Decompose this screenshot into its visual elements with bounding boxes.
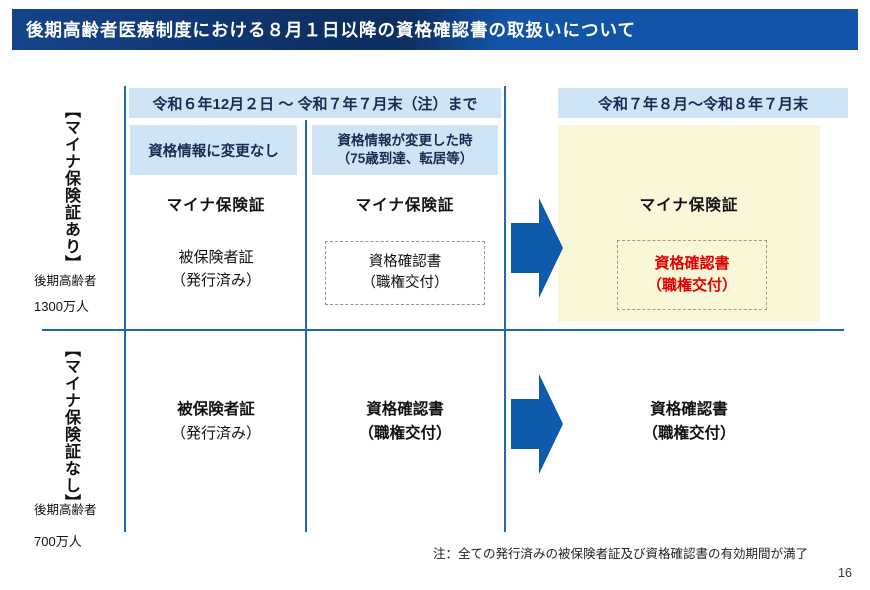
cell-certificate-bottom-current: 資格確認書 （職権交付） — [310, 398, 500, 446]
cell-insured-card-bottom: 被保険者証 （発行済み） — [126, 398, 306, 445]
subheader-no-change: 資格情報に変更なし — [130, 125, 297, 175]
row-label-has-myna: 【マイナ保険証あり】 — [62, 102, 79, 272]
certificate-box-line2: （職権交付） — [361, 275, 449, 291]
certificate-bottom-future-line1: 資格確認書 — [650, 401, 728, 418]
cell-insured-card-issued: 被保険者証 （発行済み） — [126, 246, 306, 293]
title-bar: 後期高齢者医療制度における８月１日以降の資格確認書の取扱いについて — [12, 9, 858, 50]
page-number: 16 — [838, 566, 852, 580]
page-title: 後期高齢者医療制度における８月１日以降の資格確認書の取扱いについて — [26, 20, 636, 40]
cell-certificate-bottom-future: 資格確認書 （職権交付） — [560, 398, 818, 446]
table-border-right — [504, 86, 506, 532]
insured-card-line2: （発行済み） — [170, 272, 261, 290]
flow-arrow-icon — [511, 374, 563, 474]
certificate-box-current: 資格確認書 （職権交付） — [325, 241, 485, 305]
certificate-box-future-line2: （職権交付） — [646, 277, 737, 294]
period-header-future: 令和７年８月～令和８年７月末 — [558, 88, 848, 118]
certificate-bottom-future-line2: （職権交付） — [642, 425, 736, 443]
future-period-highlight — [558, 125, 820, 322]
insured-card-bottom-line2: （発行済み） — [170, 425, 261, 443]
subheader-changed-line1: 資格情報が変更した時 — [337, 132, 473, 148]
table-border-left — [124, 86, 126, 532]
certificate-box-future-line1: 資格確認書 — [654, 255, 730, 273]
footnote: 注：全ての発行済みの被保険者証及び資格確認書の有効期間が満了 — [433, 547, 809, 561]
row-label-group-bottom: 後期高齢者 — [34, 503, 97, 517]
cell-myna-card-1: マイナ保険証 — [166, 197, 266, 214]
table-border-middle — [305, 120, 307, 532]
row-label-group-top: 後期高齢者 — [34, 274, 97, 288]
row-divider — [42, 329, 844, 331]
certificate-box-line1: 資格確認書 — [368, 253, 442, 270]
period-header-current: 令和６年12月２日 ～ 令和７年７月末（注）まで — [129, 88, 501, 118]
certificate-bottom-line2: （職権交付） — [358, 425, 452, 443]
row-label-no-myna: 【マイナ保険証なし】 — [62, 341, 79, 511]
subheader-changed-line2: （75歳到達、転居等） — [336, 151, 474, 166]
cell-myna-card-3: マイナ保険証 — [639, 197, 739, 214]
flow-arrow-icon — [511, 198, 563, 298]
insured-card-bottom-line1: 被保険者証 — [177, 401, 255, 418]
certificate-bottom-line1: 資格確認書 — [366, 401, 444, 418]
insured-card-line1: 被保険者証 — [178, 249, 254, 266]
subheader-changed: 資格情報が変更した時 （75歳到達、転居等） — [312, 125, 498, 175]
row-label-count-top: 1300万人 — [34, 299, 89, 314]
row-label-count-bottom: 700万人 — [34, 534, 82, 549]
cell-myna-card-2: マイナ保険証 — [355, 197, 455, 214]
certificate-box-future: 資格確認書 （職権交付） — [617, 240, 767, 310]
